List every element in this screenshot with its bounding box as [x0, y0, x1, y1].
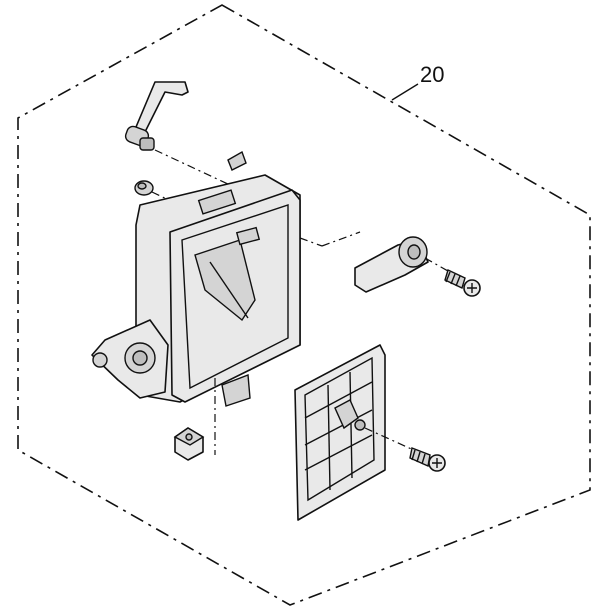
label-leader-line — [391, 83, 419, 101]
lever-axis-line — [154, 149, 246, 193]
grid-plate — [294, 344, 386, 521]
screw-lower — [409, 447, 446, 472]
top-tab — [227, 150, 247, 171]
bushing — [134, 180, 154, 196]
assembly-number-label: 20 — [420, 62, 445, 87]
housing-bracket — [91, 174, 301, 407]
screw-lower-axis-line — [364, 427, 419, 453]
cam-axis-line — [299, 237, 323, 247]
assembly-boundary — [17, 4, 591, 606]
lever-arm — [124, 81, 189, 151]
cam-axis-line-2 — [321, 231, 361, 247]
cam-lever — [354, 236, 429, 293]
screw-upper-axis-line — [424, 257, 456, 276]
square-nut — [173, 427, 205, 461]
screw-upper — [444, 269, 481, 297]
